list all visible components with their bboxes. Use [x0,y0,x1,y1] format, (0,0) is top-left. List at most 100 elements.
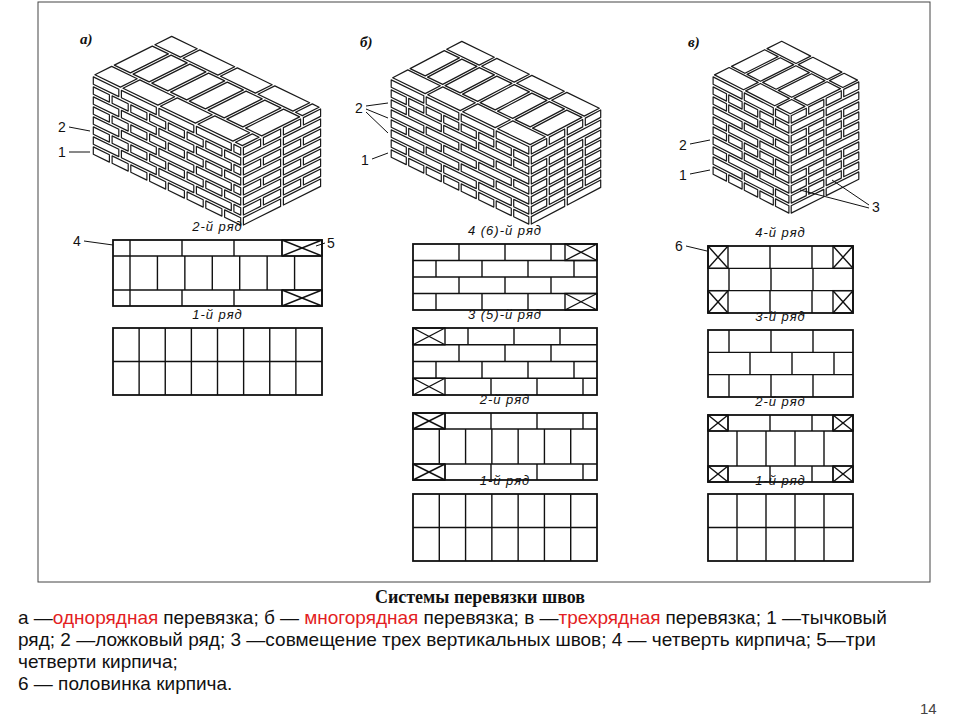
row-heading: 1-й ряд [111,306,324,324]
joint-line [833,246,853,268]
row-plan: 1-й ряд [411,472,599,561]
joint-line [708,430,853,431]
joint-line [570,429,571,464]
leader-line [69,127,90,131]
brick [517,75,565,99]
joint-line [708,527,853,528]
joint-line [536,413,537,429]
joint-line [708,290,853,291]
joint-line [435,294,436,311]
joint-line [294,256,295,290]
joint-line [570,494,571,561]
cut-brick [282,290,322,306]
joint-line [439,429,440,464]
joint-line [536,378,537,395]
joint-line [439,494,440,561]
joint-line [550,345,551,362]
brick-masonry [93,36,859,225]
joint-line [129,256,130,290]
cut-brick [708,466,728,482]
row-plan: 3 (5)-й ряд [411,306,599,395]
row-heading: 2-й ряд [411,391,599,409]
callout-number: 1 [361,151,369,169]
row-plans [113,240,853,561]
caption-segment: 6 — половинка кирпича. [18,673,924,695]
joint-line [708,291,728,313]
joint-line [413,527,597,528]
joint-line [794,431,795,466]
brick [713,167,726,181]
cut-brick [413,328,445,345]
brick [447,41,495,65]
joint-line [544,494,545,561]
page-number: 14 [920,700,937,718]
joint-line [157,256,158,290]
joint-line [708,466,728,482]
cut-brick [565,294,597,311]
joint-line [565,294,597,311]
joint-line [413,464,445,480]
brick [798,57,842,79]
joint-line [573,261,574,278]
joint-line [728,268,729,290]
caption-segment: перевязка; б — [163,607,299,628]
brick [767,41,811,63]
joint-line [765,494,766,561]
joint-line [550,277,551,294]
brick [283,159,320,185]
joint-line [770,375,771,397]
joint-line [138,328,139,395]
joint-line [833,352,834,374]
joint-line [233,290,234,306]
brick [567,120,600,145]
joint-line [728,330,729,352]
joint-line [833,291,853,313]
row-plan: 2-й ряд [706,393,855,482]
row-plan: 1-й ряд [706,472,855,561]
brick [234,164,241,175]
joint-line [582,378,583,395]
joint-line [769,415,770,431]
cut-brick [708,291,728,313]
plan-outline [708,415,853,482]
joint-line [765,431,766,466]
joint-line [413,464,445,480]
cut-brick [282,240,322,256]
plan-outline [113,240,322,306]
joint-line [811,415,812,431]
brick [531,139,564,164]
joint-line [517,494,518,561]
joint-line [708,246,728,268]
brick [409,158,424,173]
row-heading: 3 (5)-й ряд [411,306,599,324]
cut-brick [413,464,445,480]
joint-line [833,415,853,431]
joint-line [582,413,583,429]
leader-line [366,103,388,106]
leader-line [84,241,113,245]
joint-line [435,261,436,278]
joint-line [239,256,240,290]
caption-text: а —одноряднаяперевязка; б —многоряднаяпе… [18,607,924,695]
leader-line [832,180,869,205]
joint-line [565,244,597,261]
joint-line [282,290,322,306]
joint-line [233,240,234,256]
cut-brick [833,291,853,313]
joint-line [465,494,466,561]
cut-brick [833,415,853,431]
joint-line [708,374,853,375]
joint-line [708,415,728,431]
caption-segment: перевязка; в — [423,607,558,628]
joint-line [812,330,813,352]
callout-number: 6 [675,237,683,255]
joint-line [794,494,795,561]
joint-line [736,431,737,466]
brick [729,175,742,189]
joint-line [165,328,166,395]
joint-line [504,244,505,261]
callout-number: 4 [73,232,81,250]
joint-line [833,466,853,482]
joint-line [736,494,737,561]
joint-line [536,464,537,480]
